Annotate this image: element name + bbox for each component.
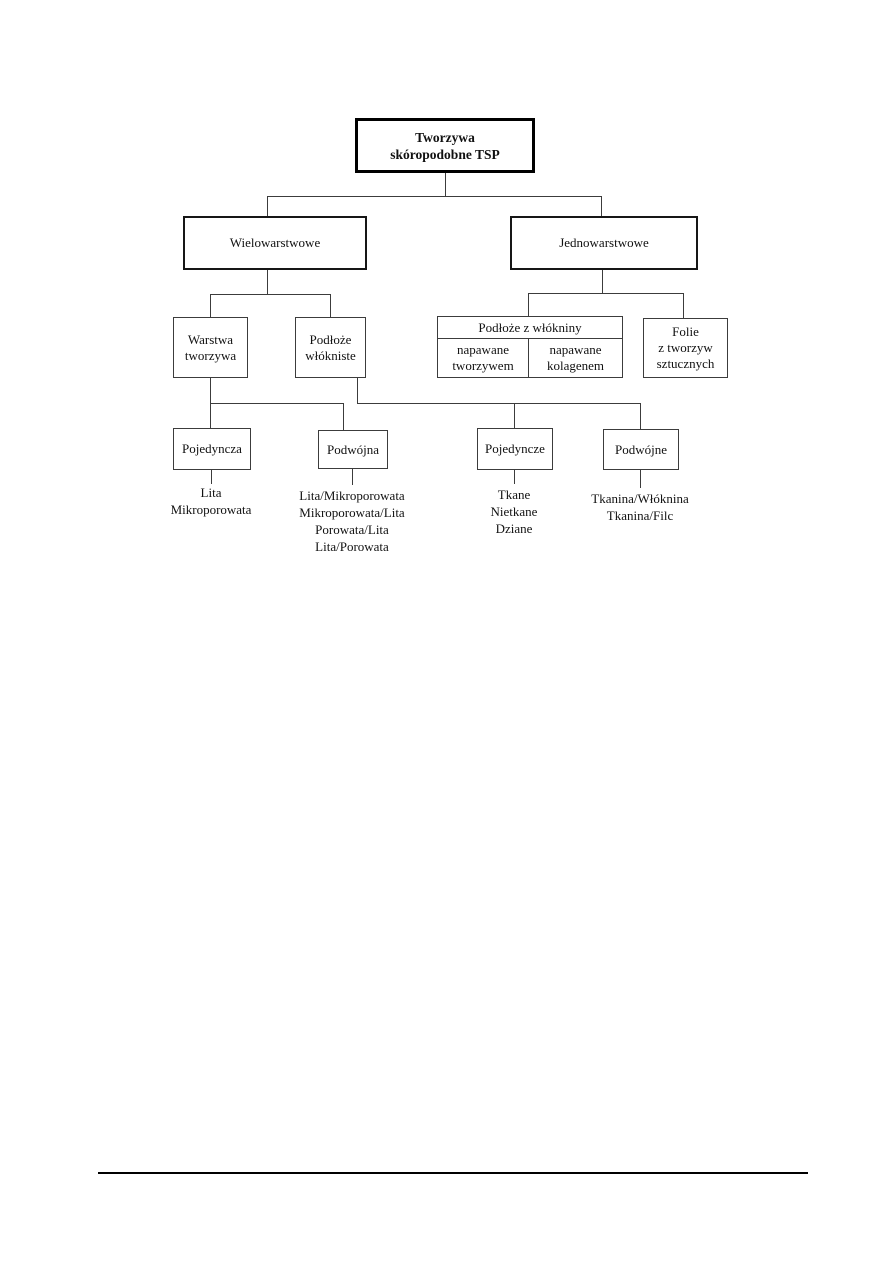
node-label-line: Folie: [672, 324, 699, 339]
connector-line: [267, 270, 268, 294]
connector-line: [640, 403, 641, 429]
node-label-line: Tworzywa: [415, 129, 475, 145]
connector-line: [267, 196, 602, 197]
connector-line: [267, 196, 268, 216]
node-podwojna: Podwójna: [318, 430, 388, 469]
node-label: Pojedyncza: [182, 441, 242, 456]
node-podloze-z-wlokniny: Podłoże z włókniny napawane tworzywem na…: [437, 316, 623, 378]
table-header: Podłoże z włókniny: [438, 317, 622, 339]
table-cells: napawane tworzywem napawane kolagenem: [438, 339, 622, 377]
leaf-item: Lita/Porowata: [315, 539, 389, 554]
node-pojedyncza: Pojedyncza: [173, 428, 251, 470]
leaf-item: Lita/Mikroporowata: [299, 488, 405, 503]
connector-line: [210, 294, 331, 295]
node-folie-z-tworzyw-sztucznych: Folie z tworzyw sztucznych: [643, 318, 728, 378]
leaf-item: Lita: [200, 485, 222, 500]
leaf-item: Tkane: [497, 487, 531, 502]
leaf-list-pojedyncza: Lita Mikroporowata: [145, 484, 277, 518]
node-label-line: skóropodobne TSP: [390, 146, 500, 162]
table-cell-napawane-kolagenem: napawane kolagenem: [528, 339, 622, 377]
leaf-list-podwojna: Lita/Mikroporowata Mikroporowata/Lita Po…: [277, 487, 427, 555]
node-label-line: z tworzyw: [658, 340, 713, 355]
node-label: Wielowarstwowe: [229, 235, 321, 250]
node-label-line: tworzywa: [184, 347, 237, 363]
node-label-line: Warstwa: [187, 331, 234, 347]
connector-line: [357, 403, 641, 404]
node-podloze-wlokniste: Podłoże włókniste: [295, 317, 366, 378]
leaf-item: Tkanina/Filc: [606, 508, 674, 523]
connector-line: [210, 403, 344, 404]
node-pojedyncze: Pojedyncze: [477, 428, 553, 470]
connector-line: [683, 293, 684, 318]
connector-line: [514, 470, 515, 484]
page-footer-rule: [98, 1172, 808, 1174]
node-jednowarstwowe: Jednowarstwowe: [510, 216, 698, 270]
node-tworzywa-skoropodobne-tsp: Tworzywa skóropodobne TSP: [355, 118, 535, 173]
connector-line: [528, 293, 529, 316]
leaf-item: Mikroporowata/Lita: [299, 505, 405, 520]
connector-line: [352, 469, 353, 485]
connector-line: [640, 470, 641, 488]
connector-line: [514, 403, 515, 428]
node-podwojne: Podwójne: [603, 429, 679, 470]
connector-line: [357, 378, 358, 403]
node-label: Podwójne: [615, 441, 667, 457]
node-label-line: włókniste: [305, 347, 356, 363]
connector-line: [210, 294, 211, 317]
connector-line: [211, 470, 212, 484]
node-warstwa-tworzywa: Warstwa tworzywa: [173, 317, 248, 378]
connector-line: [330, 294, 331, 317]
leaf-item: Dziane: [495, 521, 533, 536]
node-label-line: sztucznych: [656, 356, 715, 371]
connector-line: [602, 270, 603, 293]
leaf-item: Tkanina/Włóknina: [591, 491, 689, 506]
leaf-list-pojedyncze: Tkane Nietkane Dziane: [464, 486, 564, 537]
node-label: Pojedyncze: [485, 441, 545, 456]
leaf-item: Nietkane: [490, 504, 538, 519]
connector-line: [445, 173, 446, 196]
leaf-list-podwojne: Tkanina/Włóknina Tkanina/Filc: [565, 490, 715, 524]
connector-line: [343, 403, 344, 430]
node-wielowarstwowe: Wielowarstwowe: [183, 216, 367, 270]
table-cell-napawane-tworzywem: napawane tworzywem: [452, 342, 514, 373]
node-label-line: Podłoże: [309, 331, 352, 347]
node-label: Jednowarstwowe: [559, 235, 649, 250]
connector-line: [528, 293, 684, 294]
node-label: Podwójna: [327, 441, 379, 457]
leaf-item: Porowata/Lita: [315, 522, 389, 537]
connector-line: [601, 196, 602, 216]
leaf-item: Mikroporowata: [170, 502, 252, 517]
